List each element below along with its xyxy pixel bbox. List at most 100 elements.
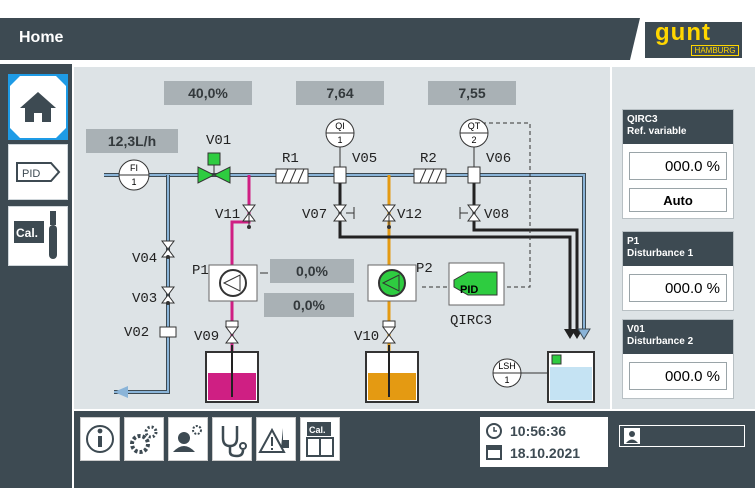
- p1-header: P1 Disturbance 1: [623, 232, 733, 266]
- label-v04: V04: [132, 251, 158, 267]
- qirc3-subtitle: Ref. variable: [627, 126, 687, 137]
- sensor-v05: [333, 166, 347, 184]
- pump-p1[interactable]: [208, 264, 258, 302]
- v01-unit: %: [706, 368, 720, 385]
- label-v11: V11: [215, 207, 241, 223]
- settings-button[interactable]: [124, 417, 164, 461]
- label-r1: R1: [282, 151, 299, 167]
- info-icon: [86, 425, 114, 453]
- label-v07: V07: [302, 207, 328, 223]
- toolbar-cal-label: Cal.: [309, 425, 326, 435]
- p1-card: P1 Disturbance 1 000.0 %: [622, 231, 734, 311]
- inflow-arrow: [114, 386, 128, 398]
- v01-disturbance-value: 000.0: [664, 368, 703, 385]
- user-settings-icon: [173, 425, 202, 452]
- flow-value: 12,3L/h: [86, 129, 178, 153]
- p1-subtitle: Disturbance 1: [627, 248, 694, 259]
- v01-value: 40,0%: [164, 81, 252, 105]
- home-icon: [10, 76, 66, 138]
- sidebar-item-cal[interactable]: Cal.: [8, 206, 68, 266]
- qirc3-setpoint-input[interactable]: 000.0 %: [629, 152, 727, 180]
- qt-tag: QT: [468, 121, 481, 131]
- qt-value: 7,55: [428, 81, 516, 105]
- info-button[interactable]: [80, 417, 120, 461]
- qi-tag: QI: [335, 121, 345, 131]
- v01-title: V01: [627, 324, 645, 335]
- label-v06: V06: [486, 151, 512, 167]
- label-v03: V03: [132, 291, 158, 307]
- lsh-tag-number: 1: [504, 375, 509, 385]
- piping-diagram: FI 1 QI 1 QT 2 LSH 1 PID: [104, 118, 595, 403]
- label-v10: V10: [354, 329, 380, 345]
- qirc3-unit: %: [706, 158, 720, 175]
- qi-tag-number: 1: [337, 135, 342, 145]
- page-title: Home: [19, 29, 64, 46]
- v01-subtitle: Disturbance 2: [627, 336, 694, 347]
- sidebar-item-home[interactable]: [8, 74, 68, 140]
- alarm-acknowledge-button[interactable]: [256, 417, 296, 461]
- control-valve-v01[interactable]: [197, 152, 231, 184]
- date-display: 18.10.2021: [510, 445, 581, 461]
- right-panel: QIRC3 Ref. variable 000.0 % Auto P1 Dist…: [612, 67, 755, 409]
- qirc3-card: QIRC3 Ref. variable 000.0 % Auto: [622, 109, 734, 219]
- datetime-display: 10:56:36 18.10.2021: [480, 417, 608, 467]
- label-r2: R2: [420, 151, 437, 167]
- sidebar-item-pid[interactable]: PID: [8, 144, 68, 200]
- lsh-tag: LSH: [498, 361, 516, 371]
- diagnostics-button[interactable]: [212, 417, 252, 461]
- valve-v08[interactable]: [459, 204, 481, 222]
- stethoscope-icon: [221, 426, 247, 458]
- process-diagram: FI 1 QI 1 QT 2 LSH 1 PID 40,0% 7,64 7,55…: [74, 67, 610, 409]
- gunt-logo: gunt HAMBURG: [645, 19, 742, 58]
- valve-v03[interactable]: [161, 286, 175, 305]
- label-v12: V12: [397, 207, 423, 223]
- sidebar-cal-label: Cal.: [16, 226, 38, 240]
- logo-text: gunt: [655, 19, 711, 46]
- clock-icon: [486, 423, 502, 460]
- p2-value: 0,0%: [264, 293, 354, 317]
- p1-value: 0,0%: [270, 259, 354, 283]
- v01-disturbance-input[interactable]: 000.0 %: [629, 362, 727, 390]
- pump-p2[interactable]: [367, 264, 417, 302]
- sensor-v06: [467, 166, 481, 184]
- qirc3-mode-button[interactable]: Auto: [629, 188, 727, 212]
- pid-label: PID: [460, 284, 478, 296]
- label-v01: V01: [206, 133, 232, 149]
- label-qirc3: QIRC3: [450, 313, 493, 329]
- valve-v02[interactable]: [159, 326, 177, 338]
- calibration-manual-button[interactable]: Cal.: [300, 417, 340, 461]
- user-settings-button[interactable]: [168, 417, 208, 461]
- valve-v07[interactable]: [333, 204, 355, 222]
- qirc3-header: QIRC3 Ref. variable: [623, 110, 733, 144]
- v01-card: V01 Disturbance 2 000.0 %: [622, 319, 734, 399]
- p1-disturbance-input[interactable]: 000.0 %: [629, 274, 727, 302]
- p1-title: P1: [627, 236, 640, 247]
- label-p1: P1: [192, 263, 209, 279]
- valve-v04[interactable]: [161, 240, 175, 259]
- top-bar: Home gunt HAMBURG: [0, 0, 755, 64]
- tank-magenta: [205, 345, 259, 403]
- label-v05: V05: [352, 151, 378, 167]
- label-p2: P2: [416, 261, 433, 277]
- valve-v10[interactable]: [382, 320, 396, 344]
- qirc3-setpoint-value: 000.0: [664, 158, 703, 175]
- valve-v12[interactable]: [382, 204, 396, 229]
- time-display: 10:56:36: [510, 423, 567, 439]
- tank-mixing: [547, 351, 595, 403]
- calibration-book-icon: Cal.: [306, 422, 334, 457]
- label-v09: V09: [194, 329, 220, 345]
- user-login-field[interactable]: [619, 425, 745, 447]
- qt-tag-number: 2: [471, 135, 476, 145]
- sidebar-pid-label: PID: [22, 168, 40, 180]
- valve-v09[interactable]: [225, 320, 239, 344]
- v01-header: V01 Disturbance 2: [623, 320, 733, 354]
- pid-icon: PID: [16, 162, 61, 182]
- p1-disturbance-value: 000.0: [664, 280, 703, 297]
- warning-hand-icon: [258, 427, 289, 453]
- label-v08: V08: [484, 207, 510, 223]
- fi-tag: FI: [130, 163, 138, 173]
- gears-icon: [130, 425, 158, 454]
- qirc3-title: QIRC3: [627, 114, 658, 125]
- valve-v11[interactable]: [242, 204, 256, 229]
- user-icon: [624, 428, 640, 444]
